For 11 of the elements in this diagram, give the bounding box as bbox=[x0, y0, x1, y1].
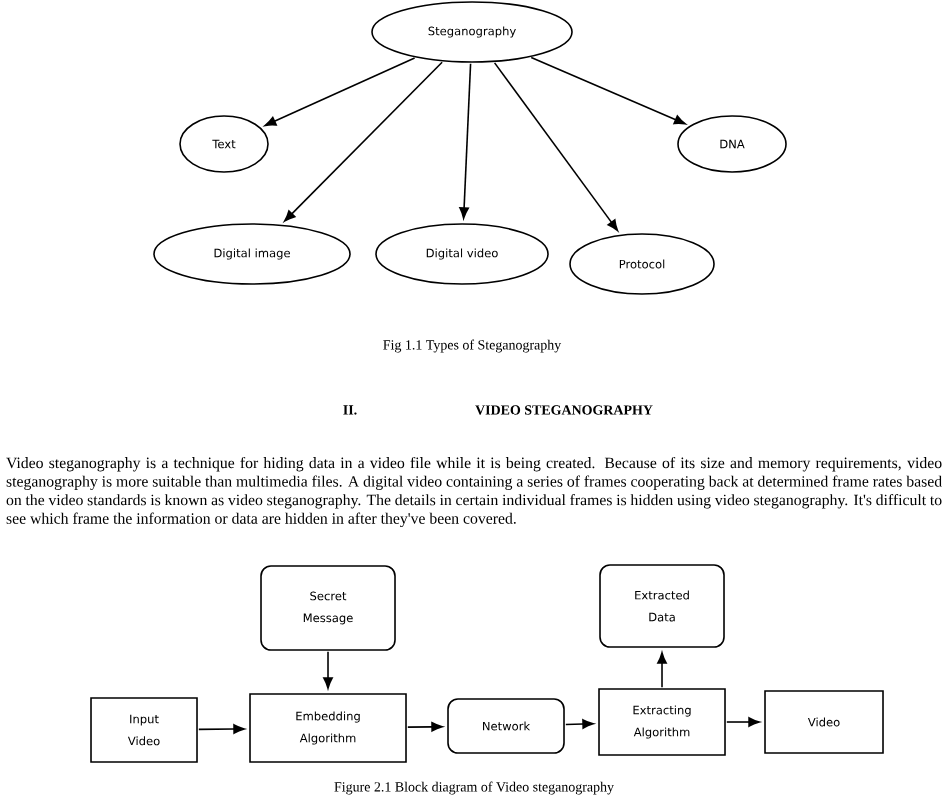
arrow bbox=[323, 651, 333, 689]
arrow bbox=[493, 62, 619, 232]
arrow bbox=[198, 724, 245, 734]
arrow bbox=[726, 717, 760, 727]
arrow bbox=[284, 61, 443, 222]
arrow bbox=[657, 652, 667, 688]
arrow bbox=[407, 722, 443, 732]
arrow bbox=[264, 57, 416, 127]
arrow bbox=[459, 63, 472, 219]
arrow bbox=[530, 56, 686, 125]
arrow bbox=[565, 719, 594, 729]
